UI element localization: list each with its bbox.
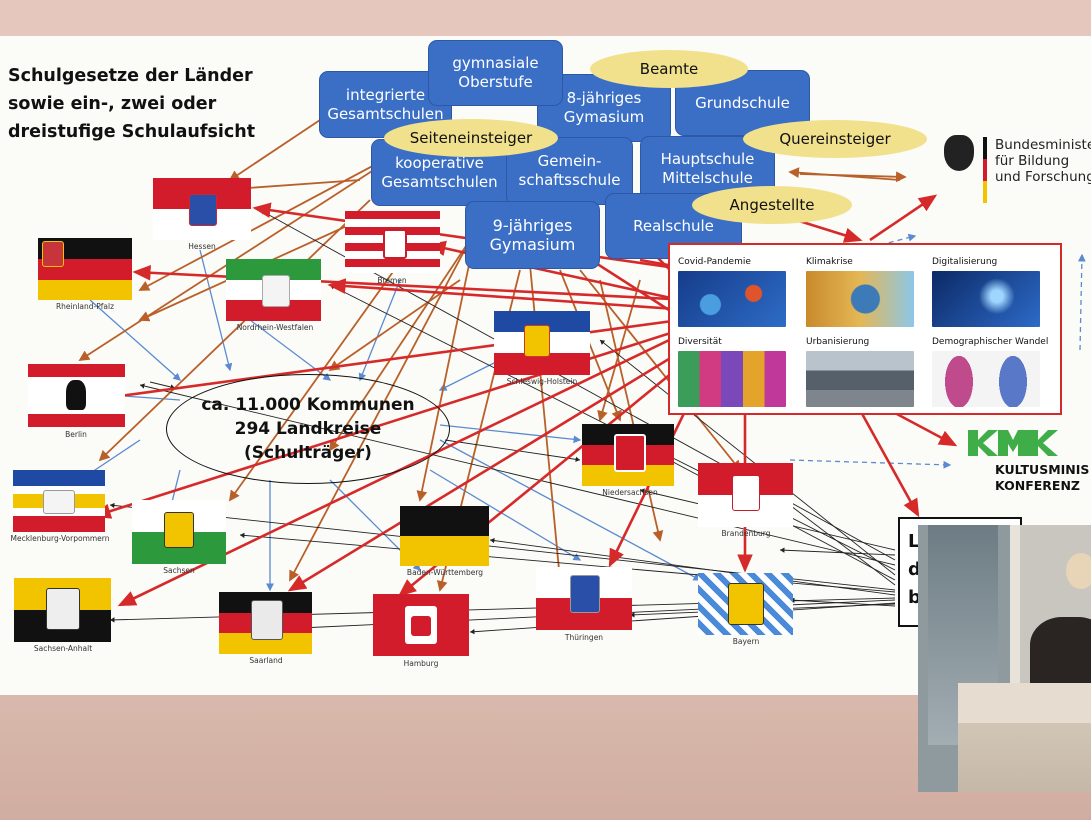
kmk-logo-icon bbox=[968, 430, 1058, 456]
flag-label-hamburg: Hamburg bbox=[403, 659, 439, 668]
kmk-line-2: KONFERENZ bbox=[995, 478, 1080, 493]
center-kommunen-ellipse: ca. 11.000 Kommunen 294 Landkreise (Schu… bbox=[166, 374, 450, 484]
challenge-label-demographie: Demographischer Wandel bbox=[932, 337, 1049, 347]
slide-title: Schulgesetze der Länder sowie ein-, zwei… bbox=[8, 66, 256, 142]
flag-label-mecklenburg-vorpommern: Mecklenburg-Vorpommern bbox=[10, 534, 110, 543]
bmbf-line-3: und Forschung bbox=[995, 169, 1091, 185]
flag-mecklenburg-vorpommern bbox=[13, 470, 105, 532]
challenge-label-urbanisierung: Urbanisierung bbox=[806, 337, 870, 347]
flag-label-rheinland-pfalz: Rheinland-Pfalz bbox=[55, 302, 115, 311]
pill-angestellte: Angestellte bbox=[692, 186, 852, 224]
flag-brandenburg bbox=[698, 463, 793, 527]
partial-box-line-3: b bbox=[908, 587, 921, 608]
klima-image bbox=[806, 271, 914, 327]
flag-label-bremen: Bremen bbox=[377, 276, 407, 285]
flag-bremen bbox=[345, 211, 440, 273]
urbanisierung-image bbox=[806, 351, 914, 407]
challenge-covid: Covid-Pandemie bbox=[678, 257, 788, 327]
challenge-label-diversitaet: Diversität bbox=[678, 337, 722, 347]
center-line-3: (Schulträger) bbox=[244, 443, 372, 463]
covid-image bbox=[678, 271, 786, 327]
flag-label-niedersachsen: Niedersachsen bbox=[602, 488, 658, 497]
flag-label-schleswig-holstein: Schleswig-Holstein bbox=[506, 377, 578, 386]
flag-label-nordrhein-westfalen: Nordrhein-Westfalen bbox=[236, 323, 314, 332]
bmbf-logo: Bundesminister für Bildung und Forschung bbox=[940, 131, 1091, 203]
eagle-icon bbox=[944, 135, 974, 171]
speaker-body bbox=[1030, 617, 1091, 687]
partial-box-line-1: L bbox=[908, 531, 920, 552]
bmbf-text: Bundesminister für Bildung und Forschung bbox=[995, 137, 1091, 185]
demographie-image bbox=[932, 351, 1040, 407]
flag-nordrhein-westfalen bbox=[226, 259, 321, 321]
flag-label-baden-wuerttemberg: Baden-Württemberg bbox=[406, 568, 484, 577]
flag-hamburg bbox=[373, 594, 469, 656]
kmk-line-1: KULTUSMINIS bbox=[995, 462, 1090, 477]
challenge-klima: Klimakrise bbox=[806, 257, 916, 327]
flag-label-berlin: Berlin bbox=[65, 430, 87, 439]
flag-sachsen-anhalt bbox=[14, 578, 111, 642]
speaker-video bbox=[918, 525, 1091, 792]
challenge-digital: Digitalisierung bbox=[932, 257, 1042, 327]
flag-niedersachsen bbox=[582, 424, 674, 486]
flag-berlin bbox=[28, 364, 125, 427]
pill-quereinsteiger: Quereinsteiger bbox=[743, 120, 927, 158]
school-box-gymnasiale-oberstufe: gymnasiale Oberstufe bbox=[428, 40, 563, 106]
flag-schleswig-holstein bbox=[494, 311, 590, 375]
bottom-band bbox=[0, 695, 1091, 820]
challenge-urbanisierung: Urbanisierung bbox=[806, 337, 916, 407]
flag-label-thueringen: Thüringen bbox=[564, 633, 604, 642]
school-box-9-jaehriges-gymnasium: 9-jähriges Gymasium bbox=[465, 201, 600, 269]
bmbf-line-1: Bundesminister bbox=[995, 137, 1091, 153]
flag-label-sachsen-anhalt: Sachsen-Anhalt bbox=[33, 644, 93, 653]
top-band bbox=[0, 0, 1091, 36]
bmbf-line-2: für Bildung bbox=[995, 153, 1070, 169]
partial-box-line-2: d bbox=[908, 559, 921, 580]
challenge-demographie: Demographischer Wandel bbox=[932, 337, 1049, 407]
flag-label-saarland: Saarland bbox=[249, 656, 283, 665]
flag-label-hessen: Hessen bbox=[188, 242, 216, 251]
flag-bayern bbox=[698, 573, 793, 635]
pill-beamte: Beamte bbox=[590, 50, 748, 88]
speaker-head bbox=[1066, 553, 1091, 589]
flag-label-bayern: Bayern bbox=[732, 637, 760, 646]
flag-label-sachsen: Sachsen bbox=[163, 566, 195, 575]
flag-hessen bbox=[153, 178, 251, 240]
challenge-label-digital: Digitalisierung bbox=[932, 257, 998, 267]
center-line-2: 294 Landkreise bbox=[234, 419, 382, 439]
kmk-text: KULTUSMINIS KONFERENZ bbox=[995, 462, 1089, 494]
digital-image bbox=[932, 271, 1040, 327]
flag-saarland bbox=[219, 592, 312, 654]
challenge-label-covid: Covid-Pandemie bbox=[678, 257, 751, 267]
flag-rheinland-pfalz bbox=[38, 238, 132, 300]
flag-thueringen bbox=[536, 567, 632, 630]
flag-baden-wuerttemberg bbox=[400, 506, 489, 566]
flag-label-brandenburg: Brandenburg bbox=[721, 529, 771, 538]
diversitaet-image bbox=[678, 351, 786, 407]
flag-sachsen bbox=[132, 500, 226, 564]
pill-seiteneinsteiger: Seiteneinsteiger bbox=[384, 119, 558, 157]
challenge-diversitaet: Diversität bbox=[678, 337, 788, 407]
challenge-label-klima: Klimakrise bbox=[806, 257, 853, 267]
center-line-1: ca. 11.000 Kommunen bbox=[201, 395, 415, 415]
challenges-box: Covid-Pandemie Klimakrise Digitalisierun… bbox=[668, 243, 1062, 415]
